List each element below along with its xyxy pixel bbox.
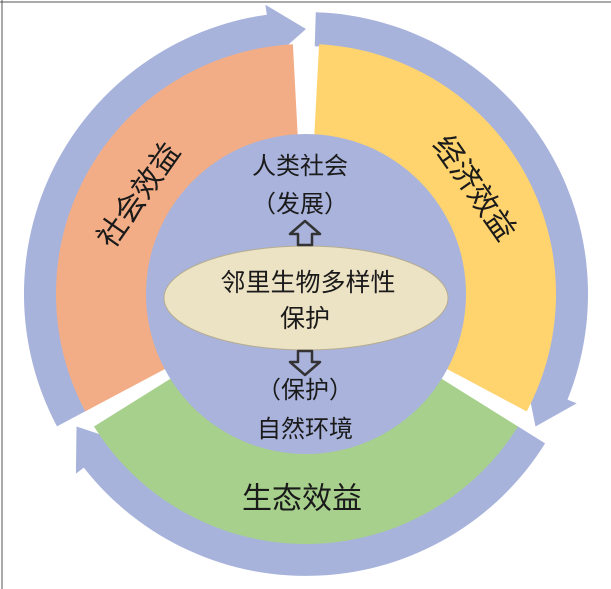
down-arrow-icon (288, 349, 322, 377)
development-label: （发展） (252, 190, 348, 218)
ring-arrow-economic-to-ecological (314, 12, 589, 427)
protection-label: 保护 (280, 304, 330, 333)
up-arrow-icon (288, 219, 322, 247)
natural-environment-label: 自然环境 (257, 415, 353, 443)
ecological-benefit-label: 生态效益 (242, 482, 362, 517)
core-oval (163, 245, 449, 351)
ring-arrow-social-to-economic (23, 4, 307, 427)
human-society-label: 人类社会 (252, 152, 348, 180)
biodiversity-label: 邻里生物多样性 (220, 268, 395, 297)
ring-arrow-ecological-to-social (75, 425, 546, 576)
protect-label: （保护） (257, 376, 353, 404)
